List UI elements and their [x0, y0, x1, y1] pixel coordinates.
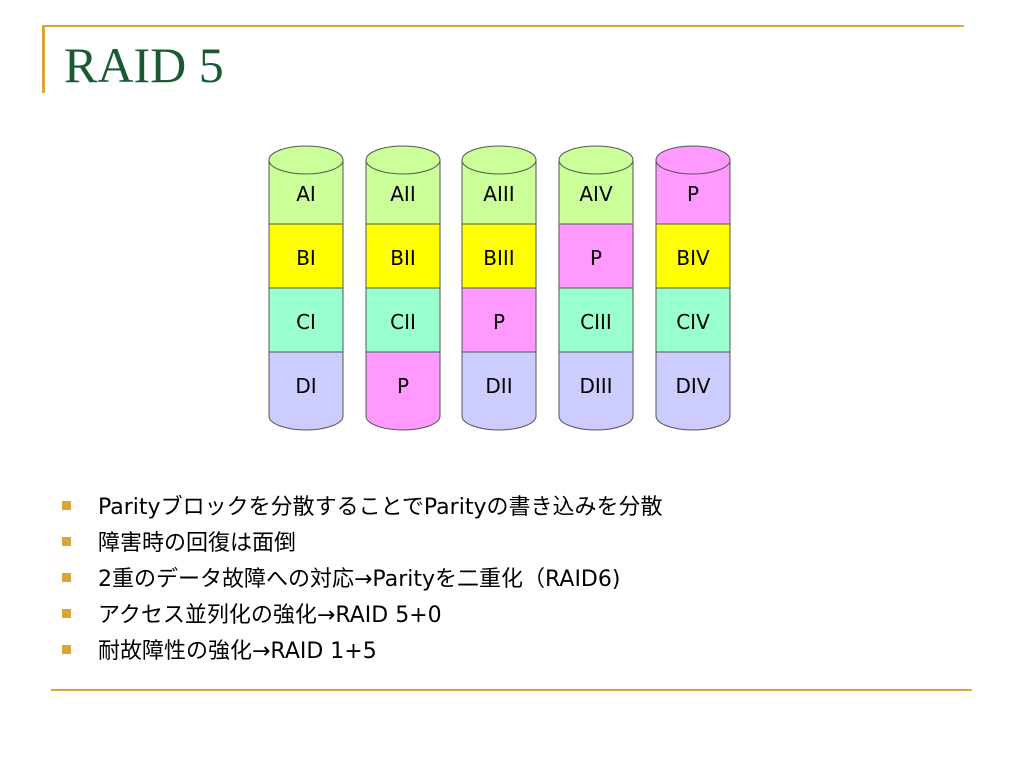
bullet-marker	[62, 572, 71, 582]
bullet-text: 障害時の回復は面倒	[98, 531, 297, 556]
slide-title: RAID 5	[64, 37, 224, 93]
disk-block-label: AIV	[579, 182, 613, 206]
disk-block	[365, 223, 441, 289]
disk-block-label: AIII	[483, 182, 514, 206]
disk-block-label: BI	[296, 246, 316, 270]
disk-block-label: BII	[390, 246, 416, 270]
disk-block-label: CII	[390, 310, 416, 334]
disk-block-label: CI	[296, 310, 316, 334]
disk-block	[268, 351, 344, 431]
bullet-item: アクセス並列化の強化→RAID 5+0	[62, 595, 662, 631]
disk-block-label: P	[397, 374, 409, 398]
disk-block-label: AI	[296, 182, 316, 206]
left-rule	[42, 25, 45, 93]
bullet-list: Parityブロックを分散することでParityの書き込みを分散障害時の回復は面…	[62, 487, 662, 667]
disk-top-cap	[655, 145, 731, 175]
disk-block-label: P	[493, 310, 505, 334]
bullet-marker	[62, 500, 71, 510]
disk-block	[655, 223, 731, 289]
disk-block	[461, 223, 537, 289]
disk-block-label: BIV	[676, 246, 710, 270]
disk: AI BI CI DI	[268, 145, 344, 431]
bullet-item: 耐故障性の強化→RAID 1+5	[62, 631, 662, 667]
disk-top-cap	[268, 145, 344, 175]
bullet-item: Parityブロックを分散することでParityの書き込みを分散	[62, 487, 662, 523]
disk-block	[558, 223, 634, 289]
bottom-rule	[51, 689, 972, 691]
disk-block-label: DIII	[579, 374, 612, 398]
disk-block	[268, 223, 344, 289]
disk-block-label: DI	[295, 374, 316, 398]
top-rule	[44, 25, 964, 27]
disk-block-label: AII	[390, 182, 415, 206]
disk: AIV P CIII DIII	[558, 145, 634, 431]
bullet-item: 2重のデータ故障への対応→Parityを二重化（RAID6)	[62, 559, 662, 595]
disk-block	[461, 351, 537, 431]
disk-block	[461, 287, 537, 353]
bullet-text: 2重のデータ故障への対応→Parityを二重化（RAID6)	[98, 567, 621, 592]
disk-block-label: DII	[485, 374, 512, 398]
disk-top-cap	[558, 145, 634, 175]
disk-block-label: DIV	[676, 374, 711, 398]
disk-block-label: P	[687, 182, 699, 206]
disk-block-label: CIV	[676, 310, 710, 334]
disk-top-cap	[461, 145, 537, 175]
disk-block	[655, 287, 731, 353]
bullet-text: 耐故障性の強化→RAID 1+5	[98, 639, 377, 664]
bullet-text: Parityブロックを分散することでParityの書き込みを分散	[98, 495, 663, 520]
bullet-marker	[62, 608, 71, 618]
disk-top-cap	[365, 145, 441, 175]
disk-block-label: P	[590, 246, 602, 270]
disk-block	[558, 351, 634, 431]
bullet-marker	[62, 644, 71, 654]
disk: AIII BIII P DII	[461, 145, 537, 431]
disk: P BIV CIV DIV	[655, 145, 731, 431]
disk-block	[558, 287, 634, 353]
bullet-item: 障害時の回復は面倒	[62, 523, 662, 559]
disk: AII BII CII P	[365, 145, 441, 431]
bullet-text: アクセス並列化の強化→RAID 5+0	[98, 603, 442, 628]
disk-block-label: BIII	[483, 246, 514, 270]
disk-block-label: CIII	[580, 310, 612, 334]
disk-block	[365, 351, 441, 431]
disk-block	[365, 287, 441, 353]
disk-block	[655, 351, 731, 431]
bullet-marker	[62, 536, 71, 546]
disk-block	[268, 287, 344, 353]
